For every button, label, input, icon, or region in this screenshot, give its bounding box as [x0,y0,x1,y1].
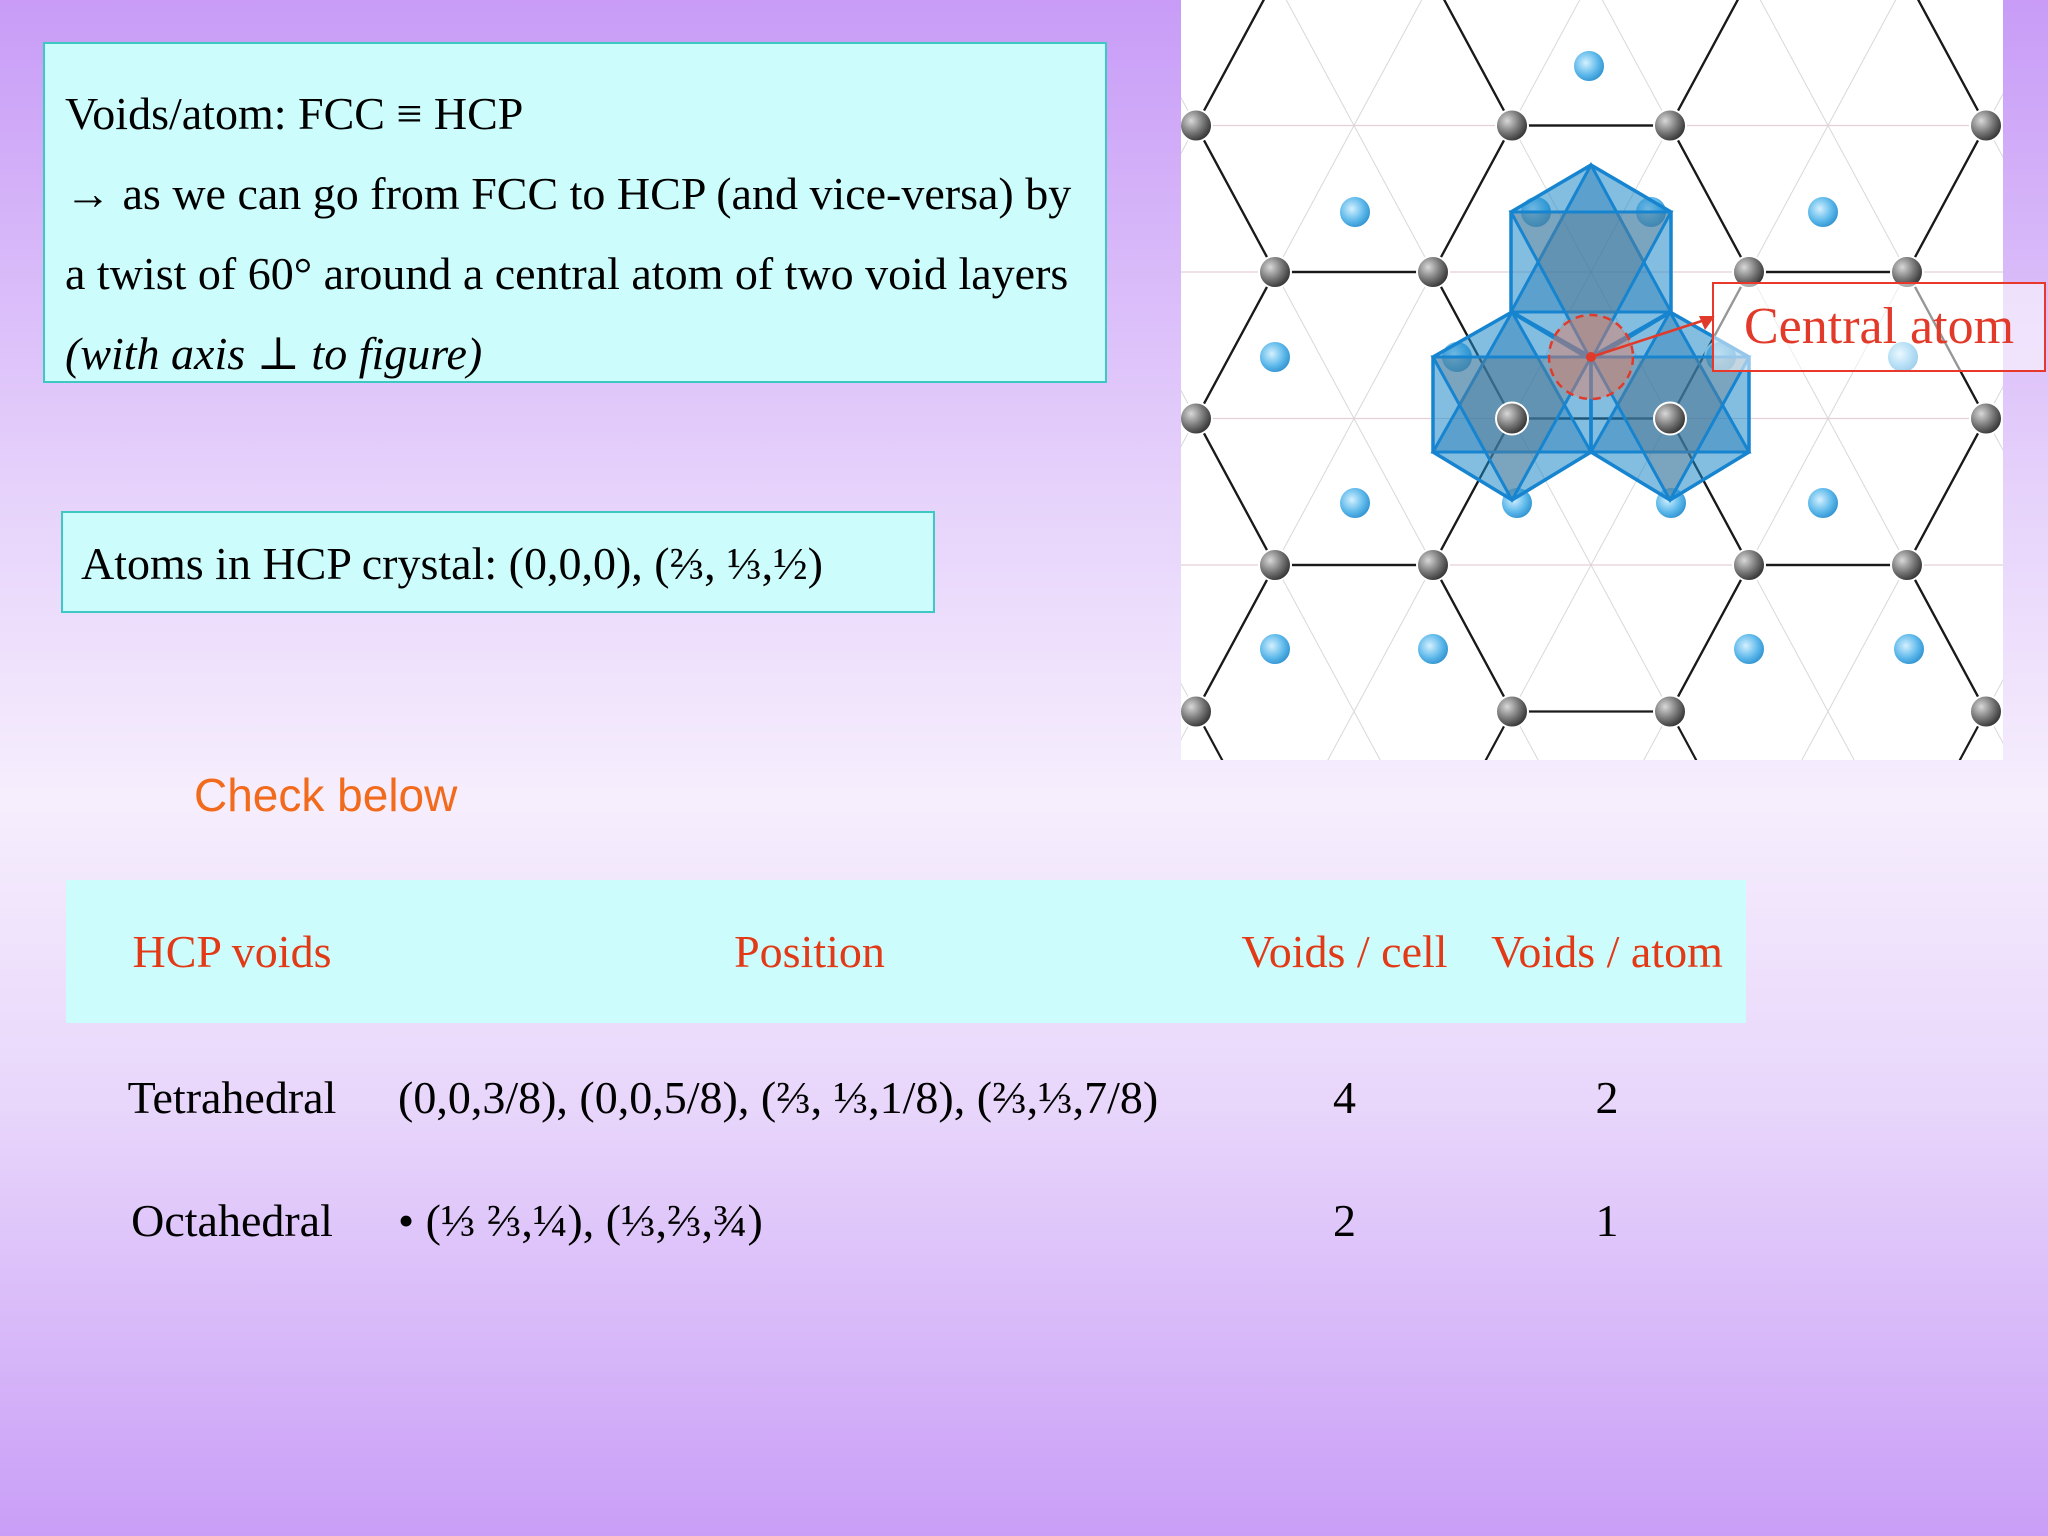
cell-voids-per-atom: 1 [1595,1194,1619,1246]
void-site [1732,632,1766,666]
grid-line [1181,389,1381,760]
void-site [1338,486,1372,520]
hexagon-outline [1917,0,2003,127]
atom-site [1495,401,1529,436]
cell-void-type: Octahedral [131,1194,333,1246]
hexagon-outline [1194,563,1514,760]
cell-voids-per-cell: 4 [1333,1072,1356,1123]
atom-sites [1181,108,2003,729]
hcp-lattice-diagram [1181,0,2003,760]
octahedron-face [1508,161,1674,314]
atom-site [1416,548,1450,582]
void-site [1572,49,1606,83]
header-position: Position [734,926,885,977]
hcp-void-figure [1181,0,2003,760]
octahedron-face [1588,308,1752,454]
atom-site [1258,255,1292,289]
header-hcp-voids: HCP voids [132,926,332,977]
void-site [1338,195,1372,229]
octahedron-face [1430,308,1594,454]
header-voids-per-atom: Voids / atom [1491,926,1723,977]
atom-site [1258,548,1292,582]
atom-site [1181,694,1213,729]
atom-site [1181,108,1213,143]
cell-position: (0,0,3/8), (0,0,5/8), (⅔, ⅓,1/8), (⅔,⅓,7… [398,1071,1159,1123]
hexagon-outline [1668,563,1988,760]
voids-explanation-box: Voids/atom: FCC ≡ HCP → as we can go fro… [43,42,1107,383]
atom-site [1969,401,2003,436]
hexagon-outline [1181,0,1265,127]
cell-void-type: Tetrahedral [127,1072,337,1123]
void-site [1258,632,1292,666]
atom-site [1653,401,1687,436]
header-voids-per-cell: Voids / cell [1241,925,1448,977]
void-site [1806,486,1840,520]
atom-site [1653,108,1687,143]
cell-position: • (⅓ ⅔,¼), (⅓,⅔,¾) [398,1194,763,1246]
void-site [1258,340,1292,374]
grid-line [1181,0,1265,155]
table-row-tetrahedral: Tetrahedral (0,0,3/8), (0,0,5/8), (⅔, ⅓,… [66,1025,1746,1170]
void-site [1416,632,1450,666]
octahedron-face [1508,210,1674,364]
twist-explanation-text: → as we can go from FCC to HCP (and vice… [65,154,1085,394]
central-atom-label: Central atom [1712,282,2046,372]
hcp-atoms-box: Atoms in HCP crystal: (0,0,0), (⅔, ⅓,½) [61,511,935,613]
atom-site [1890,548,1924,582]
void-site [1892,632,1926,666]
table-row-octahedral: Octahedral • (⅓ ⅔,¼), (⅓,⅔,¾) 2 1 [66,1170,1746,1270]
cell-voids-per-atom: 2 [1595,1072,1619,1123]
cell-voids-per-cell: 2 [1333,1194,1356,1246]
hcp-voids-table: HCP voids Position Voids / cell Voids / … [66,880,1746,1270]
twist-explanation-main: → as we can go from FCC to HCP (and vice… [65,168,1072,299]
atom-site [1495,694,1529,729]
atom-site [1495,108,1529,143]
hexagon-outline [1194,0,1514,274]
atom-site [1732,548,1766,582]
hcp-atoms-text: Atoms in HCP crystal: (0,0,0), (⅔, ⅓,½) [81,538,823,589]
central-atom-pointer [1590,316,1712,359]
check-below-note: Check below [194,769,458,821]
atom-site [1181,401,1213,436]
axis-note: (with axis ⊥ to figure) [65,328,483,379]
table-header: HCP voids Position Voids / cell Voids / … [66,880,1746,1023]
central-atom-marker [1547,313,1715,401]
atom-site [1416,255,1450,289]
voids-equivalence-text: Voids/atom: FCC ≡ HCP [65,88,524,139]
atom-site [1653,694,1687,729]
grid-line [1801,385,2003,760]
void-site [1806,195,1840,229]
atom-site [1969,108,2003,143]
atom-site [1969,694,2003,729]
pointer-arrowhead [1699,316,1715,330]
hexagon-outline [1668,0,1988,274]
